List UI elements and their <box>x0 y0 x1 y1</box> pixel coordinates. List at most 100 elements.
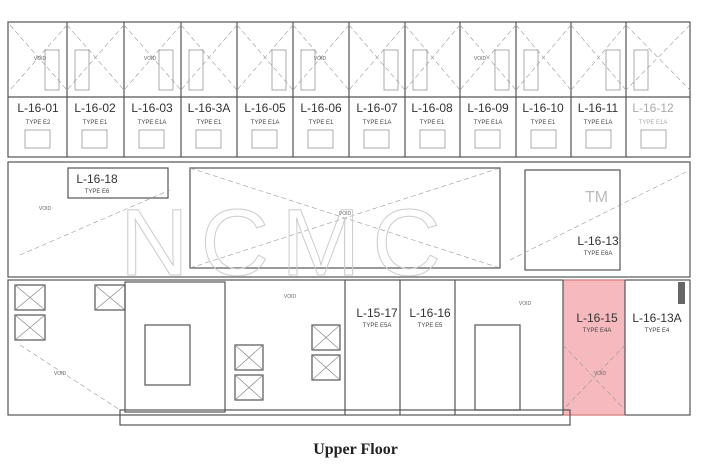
unit-type: TYPE E1 <box>420 120 445 126</box>
unit-type: TYPE E1 <box>309 120 334 126</box>
atrium-void <box>189 167 501 269</box>
unit-type: TYPE E6A <box>584 251 613 257</box>
unit-id: L-16-07 <box>356 101 398 115</box>
svg-text:VOID: VOID <box>284 294 297 300</box>
void-line <box>404 24 461 91</box>
unit-type: TYPE E1 <box>531 120 556 126</box>
unit-id: L-16-15 <box>576 311 618 325</box>
unit-id: L-16-11 <box>578 101 619 115</box>
void-line <box>515 24 572 91</box>
unit-type: TYPE E1A <box>474 120 503 126</box>
unit-id: L-16-18 <box>76 172 118 186</box>
bathroom <box>195 129 222 149</box>
void-line <box>180 24 238 91</box>
floor-caption: Upper Floor <box>313 441 398 458</box>
unit-id: L-16-09 <box>467 101 509 115</box>
void-line <box>459 24 517 91</box>
unit-id: L-16-01 <box>17 101 59 115</box>
watermark: NCMC <box>120 190 453 296</box>
stair <box>188 49 204 91</box>
unit-id: L-16-06 <box>300 101 342 115</box>
stair <box>412 49 428 91</box>
unit-id: L-16-10 <box>522 101 564 115</box>
stair <box>523 49 539 91</box>
unit-id: L-15-17 <box>356 306 398 320</box>
unit-id: L-16-02 <box>74 101 116 115</box>
void-line <box>292 24 350 91</box>
svg-text:VOID: VOID <box>519 301 532 307</box>
bathroom <box>530 129 557 149</box>
column <box>678 282 685 304</box>
bottom-structures <box>14 280 626 426</box>
void-line <box>570 24 627 91</box>
bathroom <box>474 129 501 149</box>
lift-shaft <box>14 314 46 341</box>
top-unit-dividers <box>8 22 691 157</box>
staircase <box>144 324 191 386</box>
highlighted-unit-area[interactable] <box>562 279 626 416</box>
bathroom <box>251 129 278 149</box>
bathroom <box>419 129 446 149</box>
bathroom <box>24 129 51 149</box>
base-wall <box>119 409 571 426</box>
unit-id: L-16-08 <box>411 101 453 115</box>
unit-type: TYPE E5 <box>418 323 443 329</box>
svg-text:VOID: VOID <box>54 371 67 377</box>
unit-id: L-16-05 <box>244 101 286 115</box>
bathroom <box>81 129 108 149</box>
lift-shaft <box>311 324 341 351</box>
stair <box>300 49 316 91</box>
stair <box>494 49 510 91</box>
unit-type: TYPE E4 <box>645 328 670 334</box>
svg-text:VOID: VOID <box>339 211 352 217</box>
bottom-wing-outline <box>7 279 691 416</box>
unit-type: TYPE E1A <box>584 120 613 126</box>
watermark-trademark: TM <box>585 189 608 206</box>
lift-shaft <box>311 354 341 381</box>
void-line <box>236 24 294 91</box>
bathroom <box>640 129 667 149</box>
unit-id: L-16-16 <box>409 306 451 320</box>
svg-text:VOID: VOID <box>144 56 157 62</box>
unit-type: TYPE E4A <box>583 328 612 334</box>
unit-type: TYPE E6 <box>85 189 110 195</box>
svg-text:VOID: VOID <box>594 371 607 377</box>
void-line <box>348 24 406 91</box>
unit-type: TYPE E1 <box>83 120 108 126</box>
void-line <box>625 24 691 91</box>
unit-type: TYPE E1A <box>251 120 280 126</box>
bathroom <box>138 129 165 149</box>
bathroom <box>363 129 390 149</box>
unit-id: L-16-12 <box>632 101 674 115</box>
unit-type: TYPE E1 <box>197 120 222 126</box>
svg-text:VOID: VOID <box>39 206 52 212</box>
lift-shaft <box>234 344 264 371</box>
stair <box>158 49 174 91</box>
bathroom <box>585 129 612 149</box>
stair <box>74 49 90 91</box>
stair <box>44 49 60 91</box>
unit-type: TYPE E1A <box>138 120 167 126</box>
stair <box>605 49 621 91</box>
stair <box>383 49 399 91</box>
unit-id: L-16-13 <box>577 234 619 248</box>
